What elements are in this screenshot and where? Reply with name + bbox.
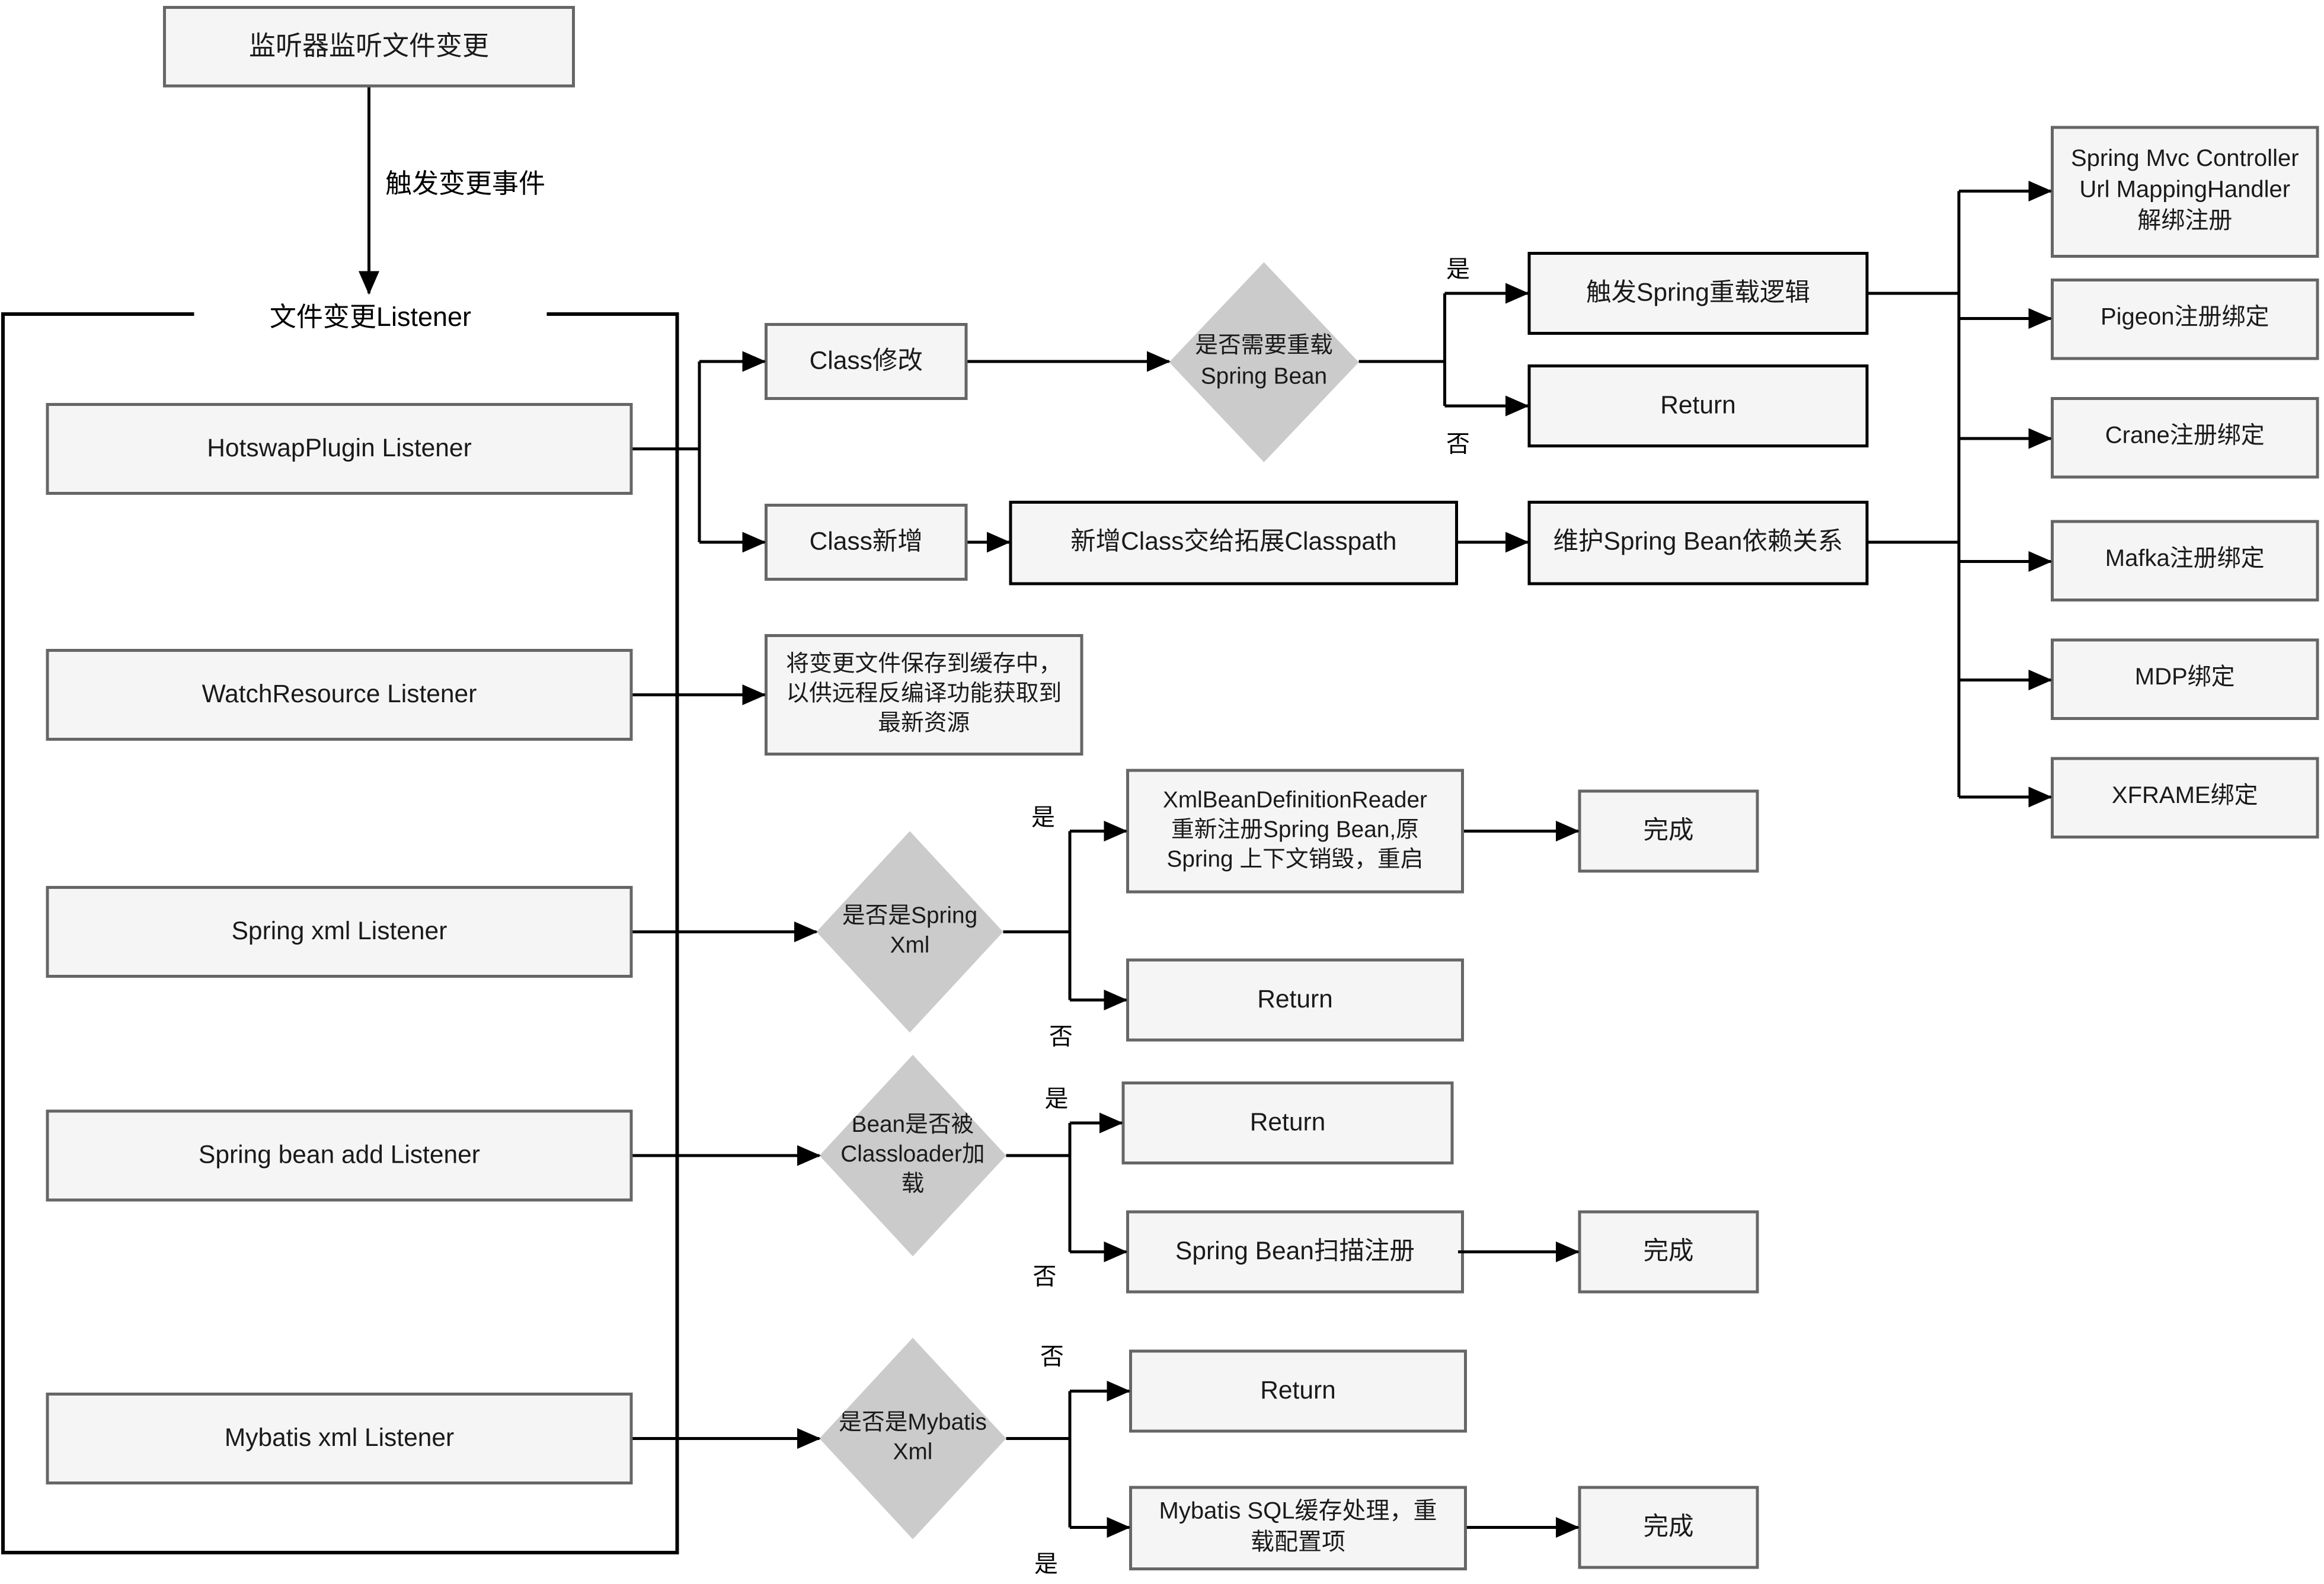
node-xframe-bind: XFRAME绑定 xyxy=(2051,757,2319,839)
node-done-3: 完成 xyxy=(1578,1486,1759,1569)
node-extend-classpath: 新增Class交给拓展Classpath xyxy=(1009,501,1458,585)
edge-label-yes-beanloaded: 是 xyxy=(1044,1087,1069,1113)
node-watchresource-listener: WatchResource Listener xyxy=(46,649,633,741)
node-hotswap-listener: HotswapPlugin Listener xyxy=(46,403,633,495)
edge-label-no-springxml: 否 xyxy=(1049,1025,1073,1051)
listener-container-label: 文件变更Listener xyxy=(269,302,472,332)
node-mafka-bind: Mafka注册绑定 xyxy=(2051,520,2319,601)
node-class-add: Class新增 xyxy=(765,504,968,581)
edge-label-yes-reload: 是 xyxy=(1446,258,1471,283)
node-spring-bean-scan: Spring Bean扫描注册 xyxy=(1126,1210,1464,1294)
node-maintain-dependency: 维护Spring Bean依赖关系 xyxy=(1527,501,1869,585)
node-crane-bind: Crane注册绑定 xyxy=(2051,397,2319,479)
node-pigeon-bind: Pigeon注册绑定 xyxy=(2051,279,2319,360)
node-springxml-listener: Spring xml Listener xyxy=(46,886,633,978)
node-done-1: 完成 xyxy=(1578,789,1759,873)
node-mdp-bind: MDP绑定 xyxy=(2051,638,2319,720)
node-mybatisxml-listener: Mybatis xml Listener xyxy=(46,1393,633,1484)
edge-label-yes-mybatis: 是 xyxy=(1034,1553,1059,1578)
node-return-3: Return xyxy=(1121,1081,1454,1164)
edge-label-trigger-event: 触发变更事件 xyxy=(385,169,545,199)
node-springbeanadd-listener: Spring bean add Listener xyxy=(46,1109,633,1202)
decision-need-reload: 是否需要重载 Spring Bean xyxy=(1169,262,1359,462)
node-class-modify: Class修改 xyxy=(765,323,968,400)
edge-label-yes-springxml: 是 xyxy=(1031,806,1056,831)
edge-label-no-reload: 否 xyxy=(1446,433,1471,458)
node-done-2: 完成 xyxy=(1578,1210,1759,1294)
edge-label-no-beanloaded: 否 xyxy=(1032,1265,1057,1291)
node-return-4: Return xyxy=(1129,1349,1467,1433)
decision-spring-xml: 是否是Spring Xml xyxy=(816,831,1003,1033)
node-save-cache: 将变更文件保存到缓存中， 以供远程反编译功能获取到 最新资源 xyxy=(765,634,1083,756)
node-start: 监听器监听文件变更 xyxy=(163,6,575,88)
decision-bean-loaded: Bean是否被 Classloader加 载 xyxy=(819,1055,1006,1256)
node-trigger-spring-reload: 触发Spring重载逻辑 xyxy=(1527,252,1869,335)
node-return-2: Return xyxy=(1126,958,1464,1042)
decision-mybatis-xml: 是否是Mybatis Xml xyxy=(819,1337,1006,1540)
node-spring-mvc-unbind: Spring Mvc Controller Url MappingHandler… xyxy=(2051,126,2319,258)
edge-label-no-mybatis: 否 xyxy=(1040,1345,1064,1371)
node-mybatis-sql-cache: Mybatis SQL缓存处理，重 载配置项 xyxy=(1129,1486,1467,1570)
node-return-1: Return xyxy=(1527,364,1869,447)
node-xml-bean-reader: XmlBeanDefinitionReader 重新注册Spring Bean,… xyxy=(1126,769,1464,894)
